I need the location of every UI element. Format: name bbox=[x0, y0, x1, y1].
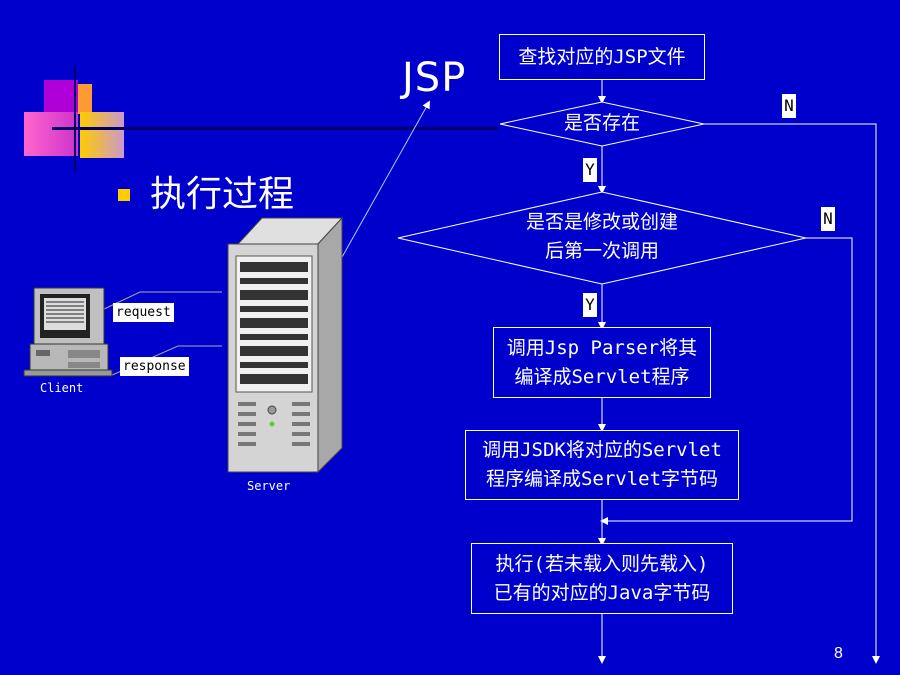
decor-block-orange bbox=[78, 84, 92, 114]
flow-step-execute: 执行(若未载入则先载入) 已有的对应的Java字节码 bbox=[471, 543, 733, 614]
request-label: request bbox=[113, 303, 174, 322]
client-computer-icon bbox=[23, 287, 113, 377]
flow-step-compile-line2: 程序编译成Servlet字节码 bbox=[485, 468, 719, 490]
flow-step-parse-line1: 调用Jsp Parser将其 bbox=[506, 336, 698, 359]
bullet-text: 执行过程 bbox=[150, 174, 295, 215]
yes-marker-2: Y bbox=[583, 293, 597, 317]
decision2-line2: 后第一次调用 bbox=[544, 240, 659, 262]
decision1-text: 是否存在 bbox=[563, 112, 640, 134]
flow-step-execute-line1: 执行(若未载入则先载入) bbox=[495, 552, 709, 575]
no-branch-decision1 bbox=[704, 123, 880, 664]
no-branch-decision2 bbox=[600, 237, 853, 525]
response-label: response bbox=[120, 357, 189, 376]
decision2-text: 是否是修改或创建 后第一次调用 bbox=[480, 208, 724, 266]
flow-step-compile: 调用JSDK将对应的Servlet 程序编译成Servlet字节码 bbox=[465, 430, 739, 500]
decor-block-yellow bbox=[80, 112, 124, 158]
slide-title: JSP bbox=[402, 55, 467, 101]
flow-step-find-jsp: 查找对应的JSP文件 bbox=[499, 34, 705, 80]
client-label: Client bbox=[40, 381, 84, 395]
flow-step-find-jsp-text: 查找对应的JSP文件 bbox=[518, 45, 686, 68]
page-number: 8 bbox=[834, 645, 843, 662]
server-tower-icon bbox=[227, 216, 344, 474]
decision2-diamond bbox=[397, 191, 807, 285]
yes-marker-1: Y bbox=[583, 158, 597, 182]
flow-step-execute-line2: 已有的对应的Java字节码 bbox=[493, 581, 711, 604]
decor-block-gradient bbox=[24, 112, 78, 156]
flow-step-parse: 调用Jsp Parser将其 编译成Servlet程序 bbox=[493, 327, 711, 398]
decision2-line1: 是否是修改或创建 bbox=[525, 211, 678, 233]
decor-block-magenta bbox=[44, 80, 78, 114]
decor-hline bbox=[52, 127, 498, 130]
no-marker-1: N bbox=[782, 94, 796, 118]
flow-step-compile-line1: 调用JSDK将对应的Servlet bbox=[482, 439, 722, 461]
bullet-square bbox=[118, 189, 130, 201]
decision1-diamond bbox=[499, 101, 705, 147]
decor-vline bbox=[74, 66, 76, 172]
server-label: Server bbox=[247, 479, 291, 493]
no-marker-2: N bbox=[821, 207, 835, 231]
flow-step-parse-line2: 编译成Servlet程序 bbox=[514, 365, 690, 388]
